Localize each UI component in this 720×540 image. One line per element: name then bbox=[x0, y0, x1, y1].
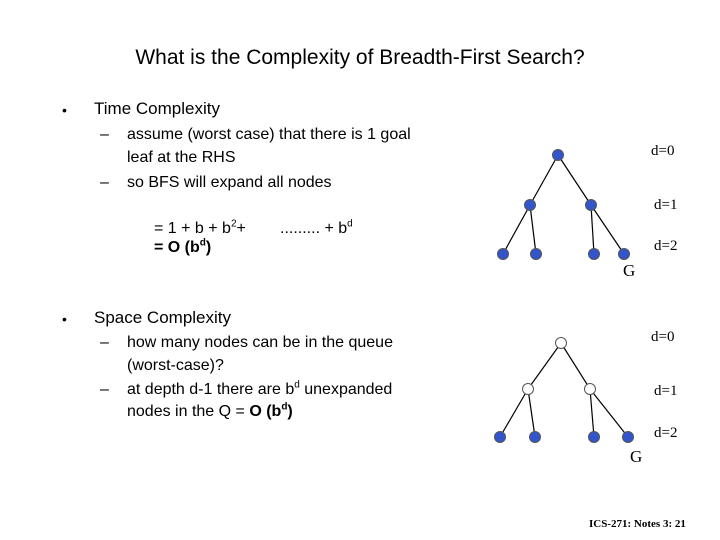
time-sub1-line2: leaf at the RHS bbox=[127, 149, 236, 166]
tree2-open-nodes bbox=[522, 337, 596, 395]
page-title: What is the Complexity of Breadth-First … bbox=[135, 46, 585, 69]
tree-node bbox=[524, 199, 536, 211]
tree-node bbox=[622, 431, 634, 443]
goal-label: G bbox=[623, 261, 636, 280]
tree-node bbox=[494, 431, 506, 443]
formula-bigO-part-b: ) bbox=[205, 239, 212, 256]
tree-node-unexpanded bbox=[555, 337, 567, 349]
formula-sum-exp2: d bbox=[347, 218, 353, 230]
space-sub2-line2-bigO: O (bd) bbox=[249, 401, 293, 420]
space-sub2-line2-c: ) bbox=[287, 403, 293, 420]
space-sub2-line2-b: O (b bbox=[249, 403, 282, 420]
tree-node bbox=[585, 199, 597, 211]
time-formula-sum: = 1 + b + b2+ bbox=[154, 218, 246, 238]
tree2-edges bbox=[499, 342, 629, 438]
tree-edge bbox=[529, 154, 559, 206]
dash-marker: – bbox=[100, 381, 109, 398]
dash-marker: – bbox=[100, 126, 109, 143]
tree-node bbox=[588, 248, 600, 260]
tree-edge bbox=[499, 388, 529, 438]
tree-node bbox=[530, 248, 542, 260]
time-sub2: so BFS will expand all nodes bbox=[127, 174, 332, 191]
space-sub2-line2: nodes in the Q = O (bd) bbox=[127, 401, 293, 421]
tree1-nodes bbox=[497, 149, 630, 260]
tree-edge bbox=[529, 204, 537, 255]
depth-label: d=1 bbox=[654, 383, 678, 399]
space-sub2-part-a: at depth d-1 there are b bbox=[127, 381, 295, 398]
formula-bigO-part-a: = O (b bbox=[154, 239, 200, 256]
dash-marker: – bbox=[100, 334, 109, 351]
tree-node-unexpanded bbox=[522, 383, 534, 395]
space-sub2-part-b: unexpanded bbox=[299, 381, 393, 398]
time-formula-bigO: = O (bd) bbox=[154, 237, 212, 257]
time-sub1-line1: assume (worst case) that there is 1 goal bbox=[127, 126, 411, 143]
tree-edge bbox=[589, 388, 629, 438]
dash-marker: – bbox=[100, 174, 109, 191]
formula-sum-exp: 2 bbox=[230, 218, 237, 230]
tree-node bbox=[618, 248, 630, 260]
depth-label: d=0 bbox=[651, 329, 675, 345]
space-sub1-line1: how many nodes can be in the queue bbox=[127, 334, 393, 351]
bullet-marker: • bbox=[62, 102, 67, 118]
tree-edge bbox=[557, 154, 592, 206]
tree-edge bbox=[590, 204, 595, 255]
tree-node bbox=[588, 431, 600, 443]
formula-sum-part-c: ......... + b bbox=[280, 220, 348, 237]
tree-node-unexpanded bbox=[584, 383, 596, 395]
time-complexity-heading: Time Complexity bbox=[94, 99, 220, 118]
depth-label: d=0 bbox=[651, 143, 675, 159]
tree2-filled-nodes bbox=[494, 431, 634, 443]
tree-edge bbox=[560, 342, 591, 390]
space-complexity-heading: Space Complexity bbox=[94, 308, 232, 327]
depth-label: d=2 bbox=[654, 238, 678, 254]
tree-edge bbox=[590, 204, 625, 255]
tree1-edges bbox=[502, 154, 625, 255]
space-sub2-exp: d bbox=[294, 379, 300, 391]
tree-node bbox=[552, 149, 564, 161]
tree-edge bbox=[589, 388, 595, 438]
tree-edge bbox=[502, 204, 531, 255]
space-sub1-line2: (worst-case)? bbox=[127, 357, 224, 374]
formula-sum-part-a: = 1 + b + b bbox=[154, 220, 231, 237]
formula-sum-part-b: + bbox=[236, 220, 246, 237]
time-formula-sum-tail: ......... + bd bbox=[280, 218, 353, 238]
depth-label: d=1 bbox=[654, 197, 678, 213]
bullet-marker: • bbox=[62, 311, 67, 327]
formula-bigO-exp: d bbox=[199, 237, 206, 249]
slide-footer: ICS-271: Notes 3: 21 bbox=[589, 518, 686, 530]
tree-edge bbox=[527, 388, 536, 438]
space-sub2-line1: at depth d-1 there are bd unexpanded bbox=[127, 379, 393, 399]
tree-node bbox=[529, 431, 541, 443]
depth-label: d=2 bbox=[654, 425, 678, 441]
tree-edge bbox=[527, 342, 562, 390]
tree-node bbox=[497, 248, 509, 260]
space-sub2-line2-a: nodes in the Q = bbox=[127, 403, 250, 420]
goal-label: G bbox=[630, 447, 643, 466]
space-sub2-line2-exp: d bbox=[281, 401, 288, 413]
